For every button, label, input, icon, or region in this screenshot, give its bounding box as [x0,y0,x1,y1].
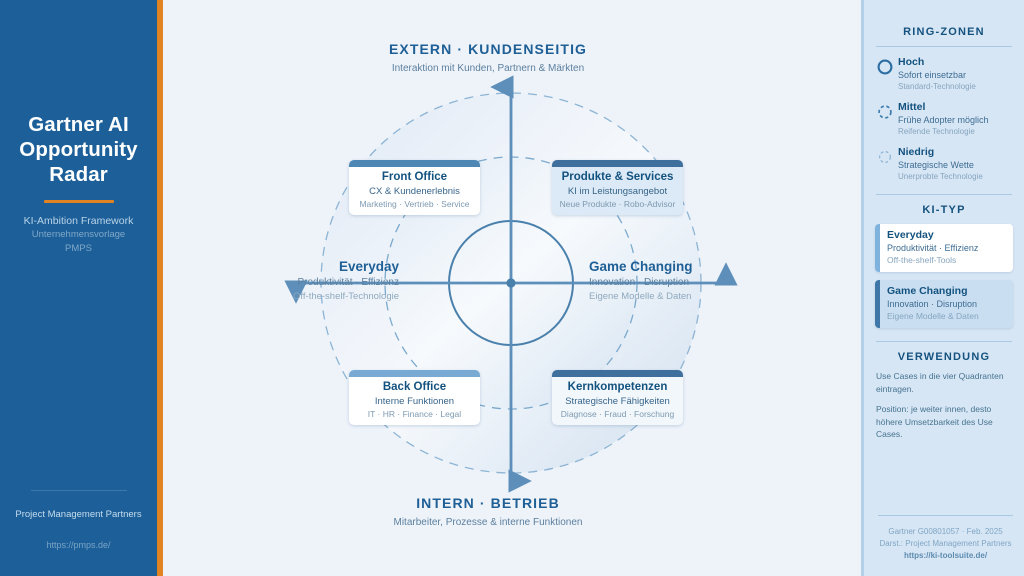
kitype-line3: Off-the-shelf-Tools [887,255,957,265]
legend-item-niedrig: Niedrig Strategische Wette Unerprobte Te… [864,146,1024,182]
kitype-line3: Eigene Modelle & Daten [887,311,979,321]
quadrant-title: Produkte & Services [561,171,674,183]
kitype-line2: Innovation · Disruption [887,299,978,309]
kitype-accent-bar [875,224,880,272]
quadrant-card-kernkompetenzen[interactable]: Kernkompetenzen Strategische Fähigkeiten… [552,370,683,425]
quadrant-card-body: Back Office Interne Funktionen IT · HR ·… [349,377,480,425]
footer-author: Darst.: Project Management Partners [879,539,1012,548]
legend-line2: Frühe Adopter möglich [898,115,989,125]
legend-item-mittel: Mittel Frühe Adopter möglich Reifende Te… [864,101,1024,137]
brand-subtitle-pmps: PMPS [65,242,92,254]
quadrant-line3: Diagnose · Fraud · Forschung [560,409,675,419]
axis-label-bottom-title: INTERN · BETRIEB [416,495,560,511]
legend-line2: Sofort einsetzbar [898,70,967,80]
usage-paragraph-1: Use Cases in die vier Quadranten eintrag… [876,371,1004,394]
faint-dashed-circle-icon [875,146,895,165]
kitype-line2: Produktivität · Effizienz [887,243,979,253]
axis-label-left: Everyday Produktivität · Effizienz Off-t… [163,258,413,304]
quadrant-card-body: Produkte & Services KI im Leistungsangeb… [552,167,683,215]
radar-canvas: EXTERN · KUNDENSEITIG Interaktion mit Ku… [163,0,861,576]
legend-item-text: Hoch Sofort einsetzbar Standard-Technolo… [898,56,1014,92]
legend-line2: Strategische Wette [898,160,974,170]
axis-label-left-line3: Off-the-shelf-Technologie [293,291,399,302]
axis-label-right: Game Changing Innovation · Disruption Ei… [575,258,855,304]
footer-source: Gartner G00801057 · Feb. 2025 [888,527,1003,536]
axis-label-right-line2: Innovation · Disruption [589,277,690,288]
sidebar-accent-stripe [157,0,163,576]
quadrant-card-front-office[interactable]: Front Office CX & Kundenerlebnis Marketi… [349,160,480,215]
quadrant-card-bar [349,160,480,167]
axis-label-left-line2: Produktivität · Effizienz [297,277,399,288]
legend-name: Mittel [898,101,926,113]
legend-panel: RING-ZONEN Hoch Sofort einsetzbar Standa… [861,0,1024,576]
usage-body: Use Cases in die vier Quadranten eintrag… [864,370,1024,441]
quadrant-card-bar [552,160,683,167]
legend-line3: Unerprobte Technologie [898,172,983,181]
sidebar-footer-org: Project Management Partners [15,509,142,520]
quadrant-card-produkte-services[interactable]: Produkte & Services KI im Leistungsangeb… [552,160,683,215]
quadrant-card-body: Kernkompetenzen Strategische Fähigkeiten… [552,377,683,425]
solid-circle-icon [875,56,895,75]
axis-label-bottom: INTERN · BETRIEB Mitarbeiter, Prozesse &… [343,494,633,530]
legend-name: Hoch [898,56,925,68]
legend-item-text: Niedrig Strategische Wette Unerprobte Te… [898,146,1014,182]
left-sidebar: Gartner AI Opportunity Radar KI-Ambition… [0,0,157,576]
legend-line3: Standard-Technologie [898,82,976,91]
legend-line3: Reifende Technologie [898,127,975,136]
kitype-card-body: Everyday Produktivität · Effizienz Off-t… [880,224,985,272]
axis-label-top-subtitle: Interaktion mit Kunden, Partnern & Märkt… [391,63,585,74]
axis-label-top-title: EXTERN · KUNDENSEITIG [388,41,588,57]
axis-label-top: EXTERN · KUNDENSEITIG Interaktion mit Ku… [343,40,633,76]
kitype-divider-top [876,194,1012,195]
page-title: Gartner AI Opportunity Radar [19,113,138,186]
usage-divider-top [876,341,1012,342]
kitype-name: Game Changing [887,285,968,297]
sidebar-footer-divider [30,490,127,491]
legend-item-text: Mittel Frühe Adopter möglich Reifende Te… [898,101,1014,137]
usage-paragraph-2: Position: je weiter innen, desto höhere … [876,404,993,439]
brand-subtitle-framework: KI-Ambition Framework [23,214,134,227]
legend-item-hoch: Hoch Sofort einsetzbar Standard-Technolo… [864,56,1024,92]
quadrant-title: Kernkompetenzen [567,381,668,393]
quadrant-title: Back Office [382,381,447,393]
kitype-card-body: Game Changing Innovation · Disruption Ei… [880,280,986,328]
axis-label-right-title: Game Changing [589,259,693,274]
ring-zones-divider [876,46,1012,47]
kitype-card-everyday[interactable]: Everyday Produktivität · Effizienz Off-t… [875,224,1013,272]
kitype-accent-bar [875,280,880,328]
brand-block: Gartner AI Opportunity Radar KI-Ambition… [0,112,157,256]
kitype-name: Everyday [887,229,934,241]
quadrant-line3: Neue Produkte · Robo-Advisor [559,199,676,209]
ring-zones-heading: RING-ZONEN [903,26,985,38]
axis-label-left-title: Everyday [338,259,399,274]
brand-subtitle-template: Unternehmensvorlage [31,228,126,240]
axis-label-bottom-subtitle: Mitarbeiter, Prozesse & interne Funktion… [393,517,583,528]
quadrant-card-body: Front Office CX & Kundenerlebnis Marketi… [349,167,480,215]
sidebar-footer: Project Management Partners https://pmps… [0,490,157,552]
quadrant-line3: IT · HR · Finance · Legal [367,409,462,419]
quadrant-card-bar [552,370,683,377]
footer-url[interactable]: https://ki-toolsuite.de/ [903,551,988,560]
quadrant-line2: Interne Funktionen [374,396,455,407]
brand-divider [43,200,114,203]
kitype-card-game-changing[interactable]: Game Changing Innovation · Disruption Ei… [875,280,1013,328]
usage-heading: VERWENDUNG [897,351,991,363]
legend-panel-footer: Gartner G00801057 · Feb. 2025 Darst.: Pr… [864,515,1024,562]
sidebar-footer-url[interactable]: https://pmps.de/ [46,540,111,550]
quadrant-card-back-office[interactable]: Back Office Interne Funktionen IT · HR ·… [349,370,480,425]
legend-name: Niedrig [898,146,935,158]
kitype-heading: KI-TYP [922,204,966,216]
quadrant-line2: KI im Leistungsangebot [567,186,668,197]
quadrant-line2: CX & Kundenerlebnis [369,186,460,197]
quadrant-card-bar [349,370,480,377]
quadrant-line2: Strategische Fähigkeiten [565,396,670,407]
quadrant-line3: Marketing · Vertrieb · Service [359,199,470,209]
quadrant-title: Front Office [381,171,448,183]
dashed-circle-icon [875,101,895,120]
axis-label-right-line3: Eigene Modelle & Daten [589,291,692,302]
legend-footer-divider [878,515,1013,516]
radar-center-point [506,278,516,288]
